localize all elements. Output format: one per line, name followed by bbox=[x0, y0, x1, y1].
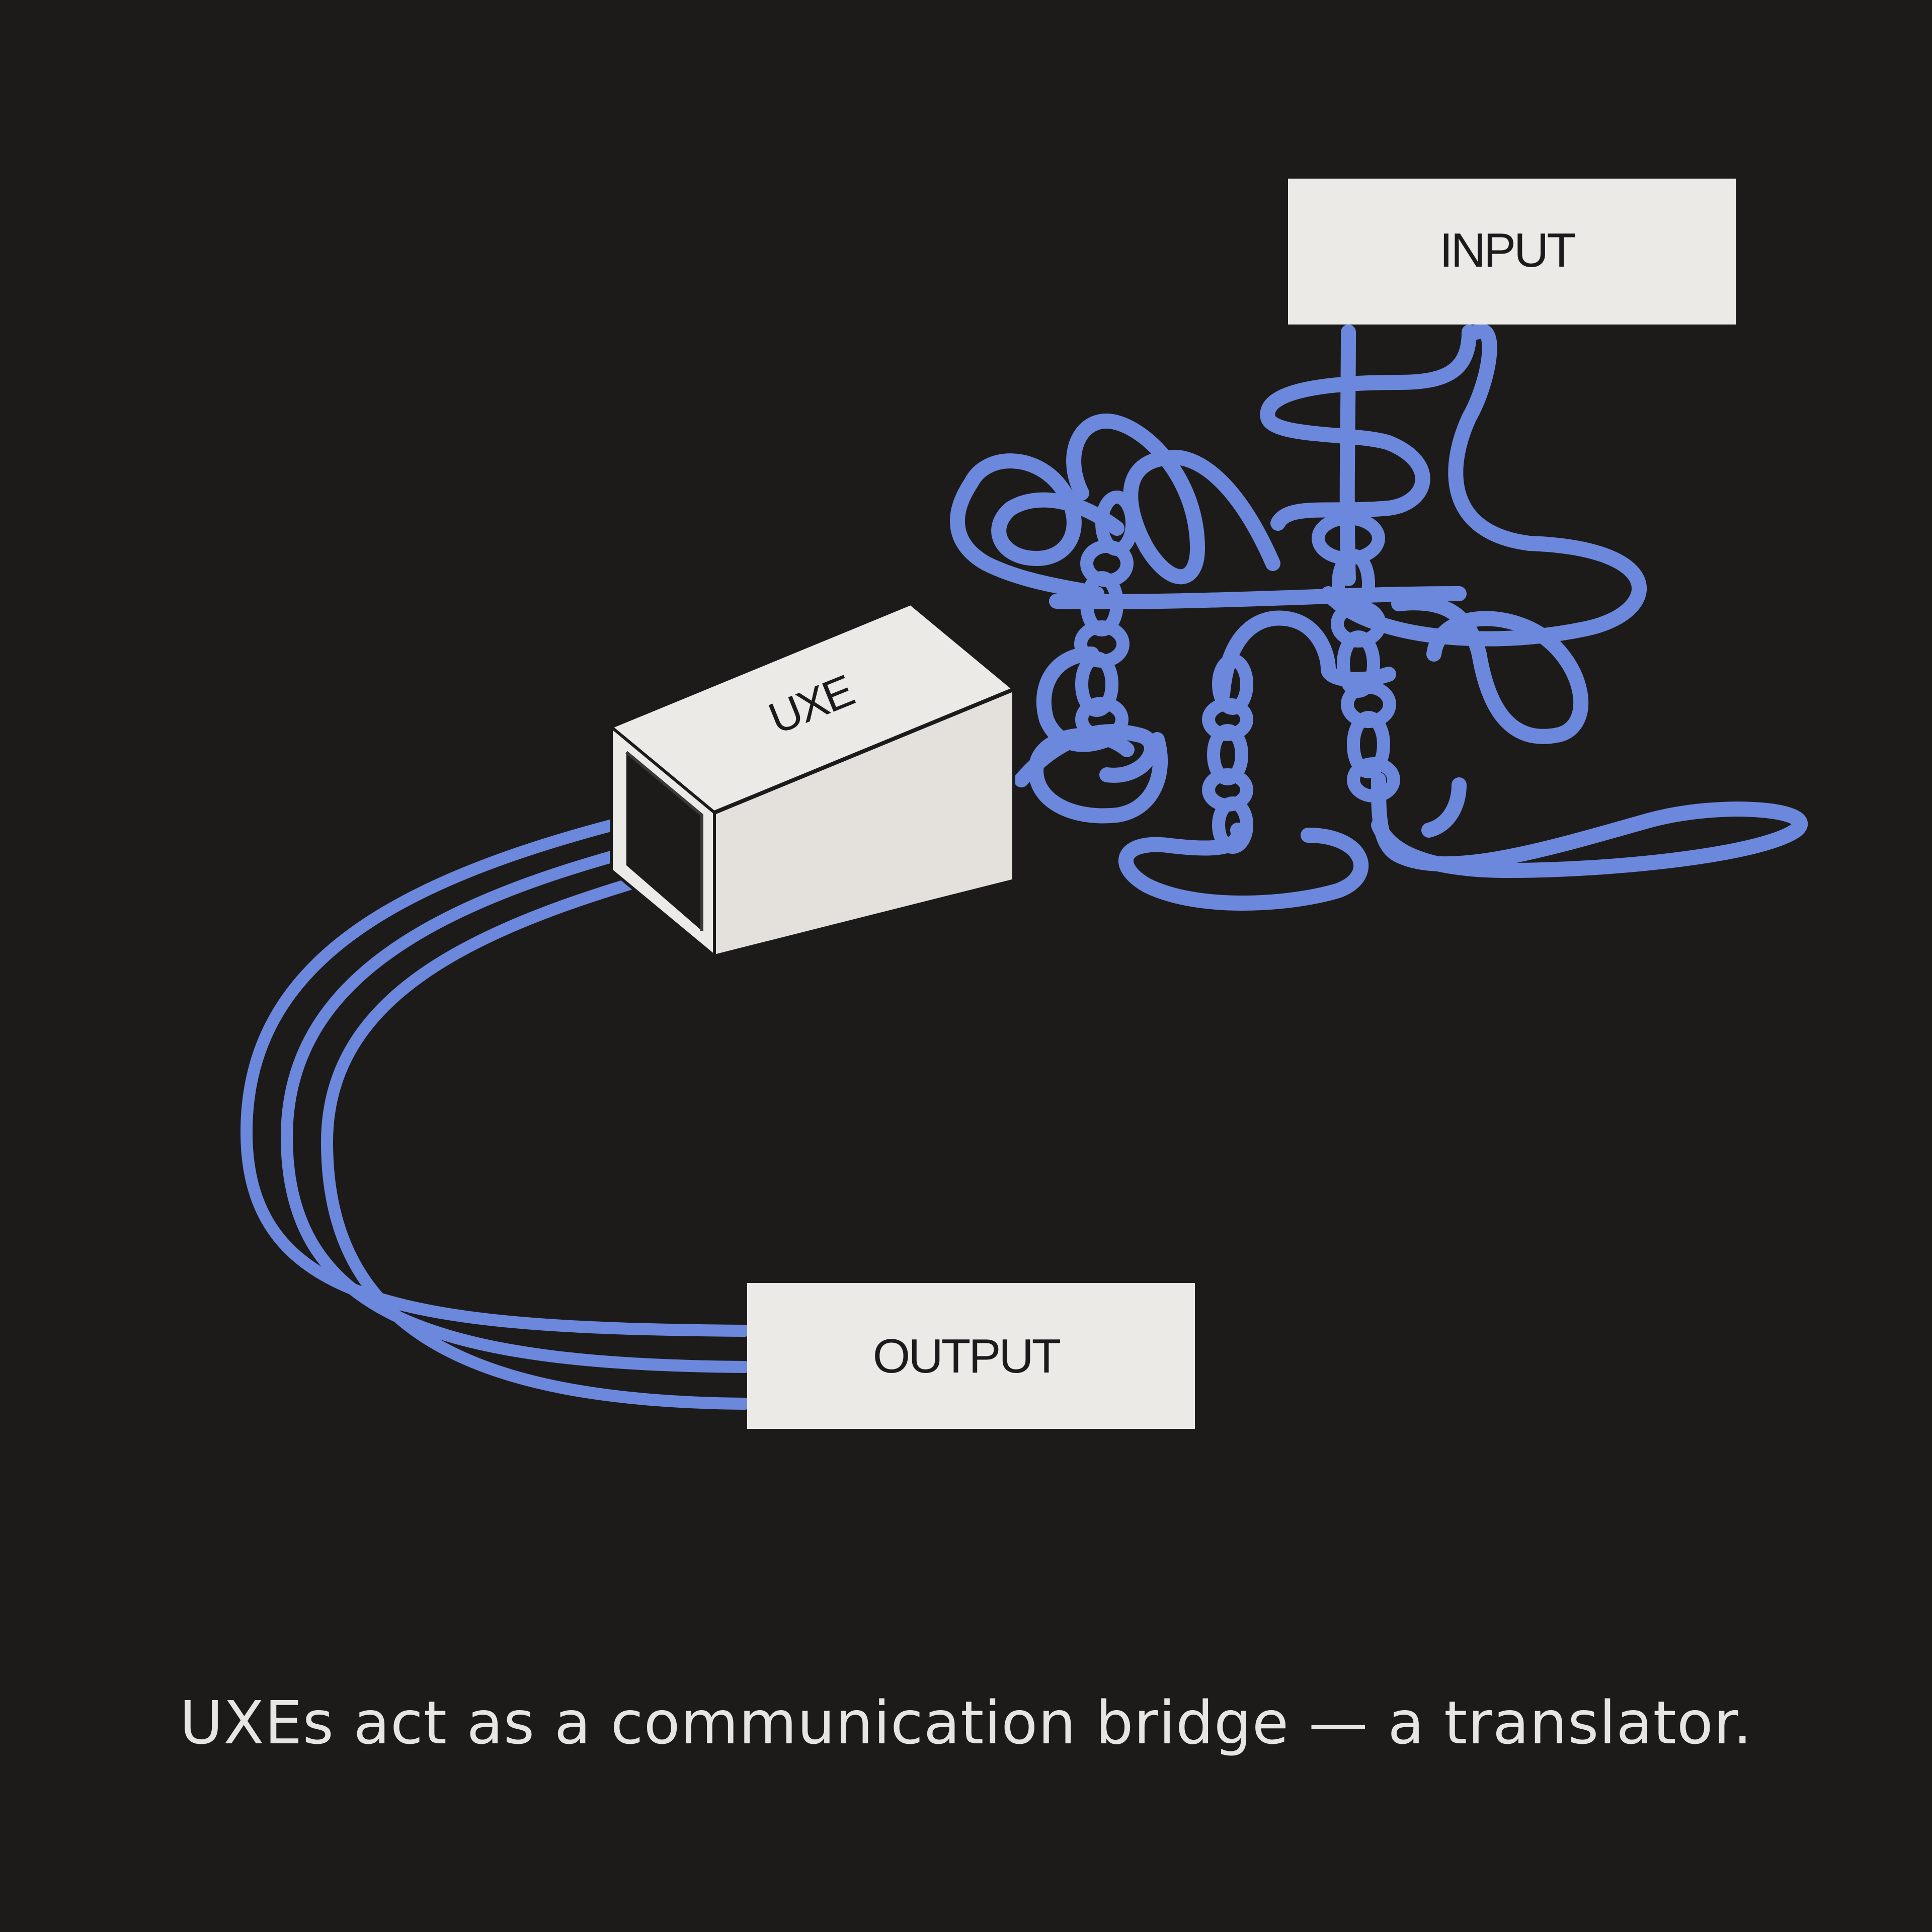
output-box: OUTPUT bbox=[747, 1283, 1195, 1429]
input-box: INPUT bbox=[1288, 179, 1736, 325]
uxe-connector: UXE bbox=[608, 602, 1017, 959]
chain-links bbox=[1074, 491, 1400, 854]
output-label: OUTPUT bbox=[873, 1329, 1061, 1383]
input-label: INPUT bbox=[1439, 223, 1575, 277]
output-wires bbox=[240, 799, 751, 1410]
caption-text: UXEs act as a communication bridge — a t… bbox=[179, 1688, 1753, 1757]
